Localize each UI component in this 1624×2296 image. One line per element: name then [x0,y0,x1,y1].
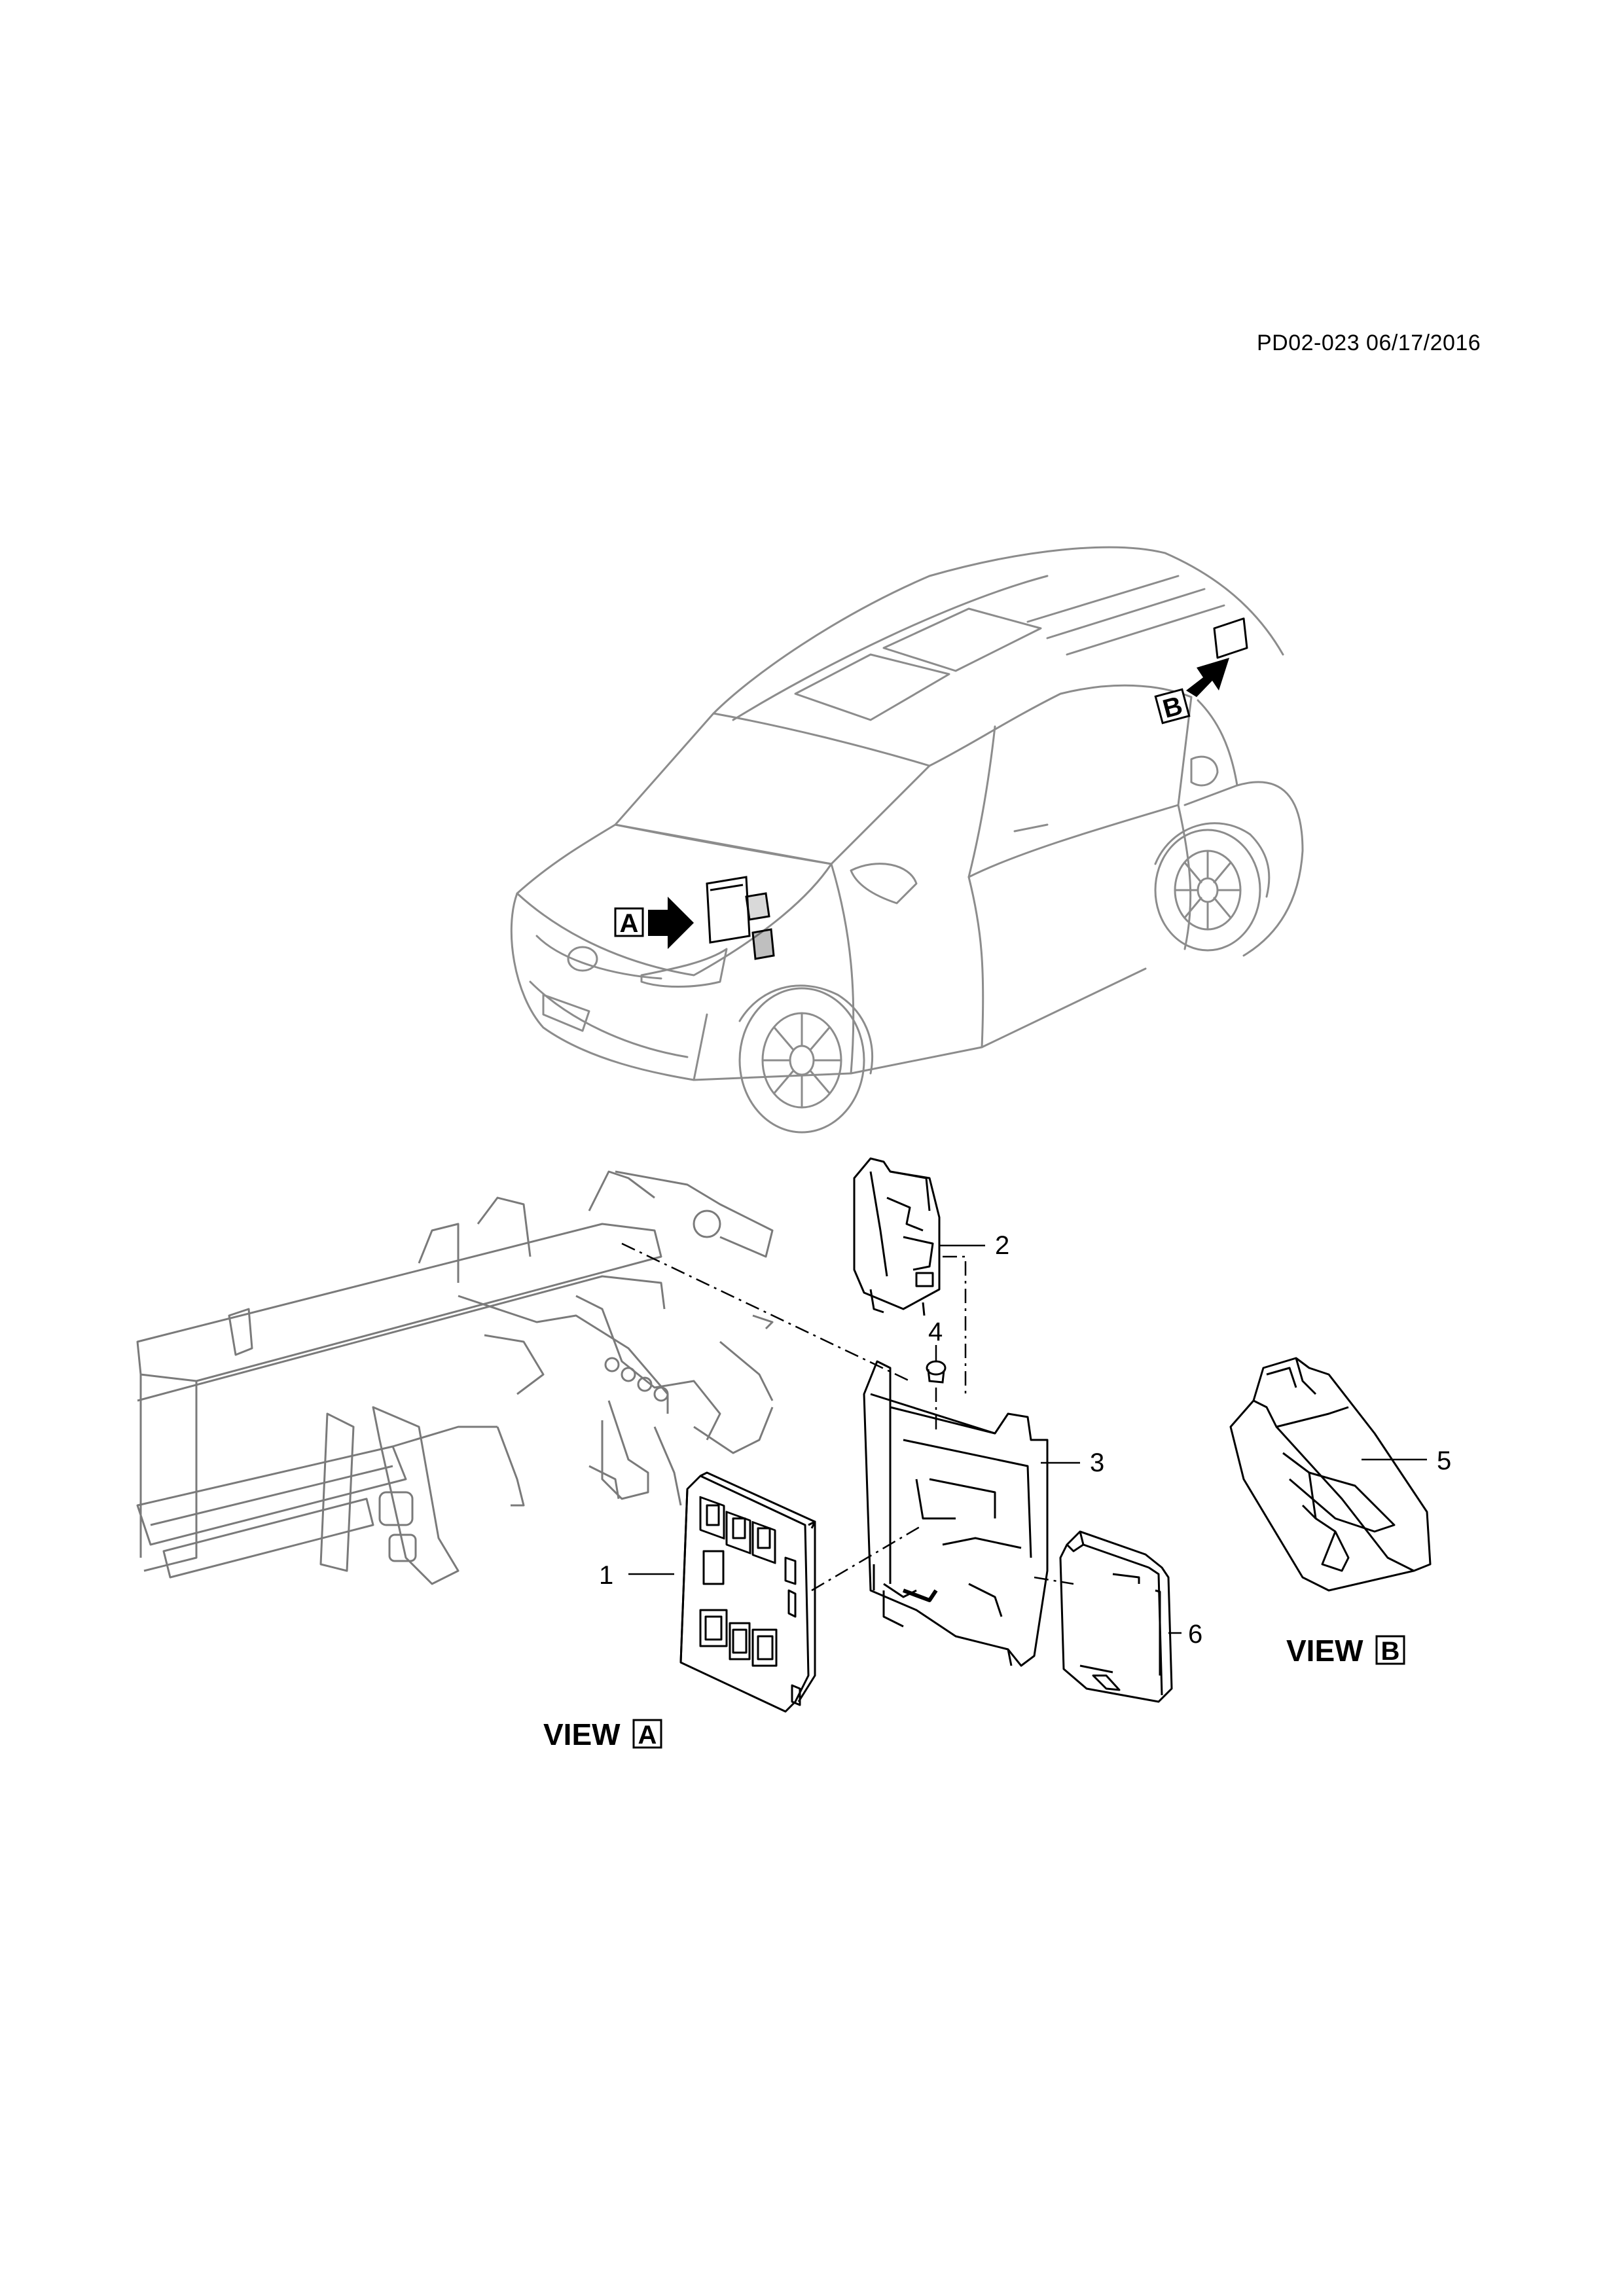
view-a-letter: A [638,1721,657,1749]
view-b-box [1375,1635,1405,1665]
marker-a-box [614,907,644,937]
marker-a-letter: A [620,909,639,938]
callout-5: 5 [1437,1446,1451,1475]
callout-2: 2 [995,1231,1009,1260]
vehicle-illustration [510,546,1304,1134]
part-3-tray [863,1360,1049,1667]
view-b-letter: B [1381,1637,1400,1666]
marker-b: B [1154,658,1229,725]
vehicle-module-markers [706,876,775,960]
marker-a: A [614,897,694,949]
part-6-module [1059,1530,1173,1703]
callout-6: 6 [1188,1620,1202,1649]
callout-leaders [628,1244,1427,1634]
arrow-b-icon [1186,658,1229,697]
callout-3: 3 [1090,1448,1104,1477]
marker-b-box [1154,688,1191,725]
view-a-box [632,1719,662,1749]
callout-4: 4 [928,1318,943,1346]
part-5-module [1229,1357,1432,1592]
callout-1: 1 [599,1561,613,1590]
assembly-leader-lines [621,1242,1074,1592]
part-4-fastener [926,1360,947,1384]
arrow-a-icon [648,897,694,949]
view-b-label: VIEW B [1286,1634,1405,1668]
part-1-control-module [679,1471,816,1713]
document-reference: PD02-023 06/17/2016 [1257,331,1481,355]
view-a-prefix: VIEW [543,1717,621,1751]
instrument-panel-beam [136,1170,774,1585]
view-b-prefix: VIEW [1286,1634,1363,1668]
part-2-module [853,1157,941,1316]
view-a-label: VIEW A [543,1717,662,1751]
